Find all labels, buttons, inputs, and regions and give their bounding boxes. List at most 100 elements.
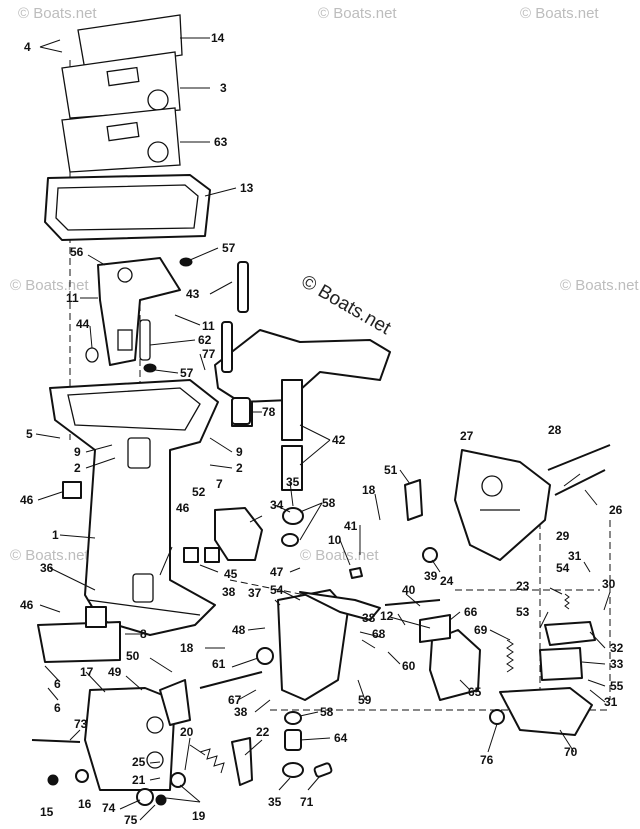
callout-53: 53 — [516, 605, 530, 619]
callout-10: 10 — [328, 533, 342, 547]
callout-18-top: 18 — [362, 483, 376, 497]
callout-54-mid: 54 — [270, 583, 284, 597]
watermark-text: © Boats.net — [520, 5, 599, 22]
callout-4: 4 — [24, 40, 31, 54]
callout-22: 22 — [256, 725, 270, 739]
callout-28: 28 — [548, 423, 562, 437]
callout-65: 65 — [468, 685, 482, 699]
callout-27: 27 — [460, 429, 474, 443]
adapter-56 — [85, 257, 193, 373]
plate-7 — [214, 507, 263, 561]
callout-77: 77 — [202, 347, 216, 361]
callout-51: 51 — [384, 463, 398, 477]
lever-51 — [404, 479, 423, 521]
callout-45: 45 — [224, 567, 238, 581]
callout-13: 13 — [240, 181, 254, 195]
watermark-main: © Boats.net — [298, 271, 395, 339]
callout-6-b: 6 — [54, 701, 61, 715]
callout-54-right: 54 — [556, 561, 570, 575]
tilt-bracket-37 — [277, 589, 481, 701]
lever-22 — [231, 737, 253, 786]
callout-32: 32 — [610, 641, 624, 655]
gasket-63 — [61, 107, 181, 173]
bushing-19 — [170, 772, 186, 788]
callout-69: 69 — [474, 623, 488, 637]
callout-36: 36 — [40, 561, 54, 575]
callout-8: 8 — [140, 627, 147, 641]
callout-73: 73 — [74, 717, 88, 731]
callout-labels: 14 3 63 13 4 57 56 11 11 43 62 77 57 44 … — [20, 31, 624, 827]
nut-75 — [155, 794, 167, 806]
springs — [199, 593, 570, 774]
clamp-bracket-17 — [37, 606, 176, 791]
callout-57-top: 57 — [222, 241, 236, 255]
callout-40: 40 — [402, 583, 416, 597]
part-35-top — [282, 507, 304, 525]
callout-15: 15 — [40, 805, 54, 819]
watermark-text: © Boats.net — [318, 5, 397, 22]
stern-bracket-27 — [454, 449, 551, 561]
watermark-text: © Boats.net — [300, 547, 379, 564]
callout-55: 55 — [610, 679, 624, 693]
callout-43: 43 — [186, 287, 200, 301]
callout-3: 3 — [220, 81, 227, 95]
callout-17: 17 — [80, 665, 94, 679]
pad-46-mid — [183, 547, 199, 563]
small-parts — [47, 397, 438, 806]
callout-21: 21 — [132, 773, 146, 787]
callout-76: 76 — [480, 753, 494, 767]
callout-34: 34 — [270, 498, 284, 512]
callout-25: 25 — [132, 755, 146, 769]
callout-29: 29 — [556, 529, 570, 543]
callout-1: 1 — [52, 528, 59, 542]
callout-38-mid: 38 — [362, 611, 376, 625]
rods — [31, 444, 611, 743]
callout-38-bottom: 38 — [234, 705, 248, 719]
bolt-10 — [349, 567, 363, 579]
callout-39: 39 — [424, 569, 438, 583]
exhaust-housing-1 — [49, 379, 219, 636]
pad-8 — [37, 621, 121, 663]
callout-61: 61 — [212, 657, 226, 671]
callout-44: 44 — [76, 317, 90, 331]
callout-67: 67 — [228, 693, 242, 707]
callout-42: 42 — [332, 433, 346, 447]
callout-41: 41 — [344, 519, 358, 533]
callout-9-right: 9 — [236, 445, 243, 459]
callout-74: 74 — [102, 801, 116, 815]
callout-57-mid: 57 — [180, 366, 194, 380]
callout-26: 26 — [609, 503, 623, 517]
callout-63: 63 — [214, 135, 228, 149]
callout-52: 52 — [192, 485, 206, 499]
callout-38-left: 38 — [222, 585, 236, 599]
callout-6-a: 6 — [54, 677, 61, 691]
callout-35-top: 35 — [286, 475, 300, 489]
lever-70 — [489, 687, 593, 736]
callout-2-left: 2 — [74, 461, 81, 475]
callout-5: 5 — [26, 427, 33, 441]
callout-70: 70 — [564, 745, 578, 759]
callout-14: 14 — [211, 31, 225, 45]
callout-56: 56 — [70, 245, 84, 259]
oring-58 — [284, 711, 302, 725]
callout-9-left: 9 — [74, 445, 81, 459]
callout-49: 49 — [108, 665, 122, 679]
leader-lines — [35, 37, 611, 821]
callout-7: 7 — [216, 477, 223, 491]
callout-46-mid: 46 — [176, 501, 190, 515]
callout-11-right: 11 — [202, 319, 215, 333]
callout-48: 48 — [232, 623, 246, 637]
pad-46-left — [62, 481, 82, 499]
callout-35-bottom: 35 — [268, 795, 282, 809]
gasket-stack — [44, 14, 211, 241]
washer-74 — [136, 788, 154, 806]
callout-20: 20 — [180, 725, 194, 739]
callout-23: 23 — [516, 579, 530, 593]
pad-46 — [85, 606, 107, 628]
callout-75: 75 — [124, 813, 138, 827]
callout-30: 30 — [602, 577, 616, 591]
callout-50: 50 — [126, 649, 140, 663]
callout-64: 64 — [334, 731, 348, 745]
callout-19: 19 — [192, 809, 206, 823]
